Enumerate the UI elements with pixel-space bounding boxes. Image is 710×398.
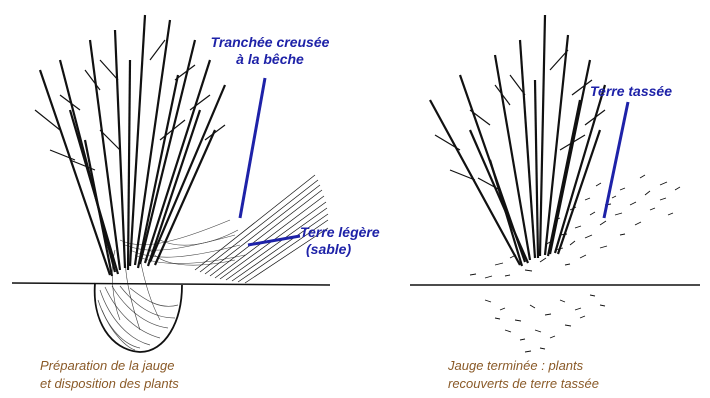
right-caption-line1: Jauge terminée : plants: [448, 357, 678, 375]
light-soil-label-line1: Terre légère: [300, 224, 396, 241]
packed-soil-pointer: [604, 102, 628, 218]
left-caption-line2: et disposition des plants: [40, 375, 270, 393]
packed-soil-label: Terre tassée: [590, 83, 700, 100]
right-plant-stems: [430, 15, 605, 266]
buried-soil-texture: [485, 295, 605, 352]
light-soil-label: Terre légère (sable): [300, 224, 396, 258]
left-caption: Préparation de la jauge et disposition d…: [40, 357, 270, 393]
trench-hatching: [98, 286, 178, 350]
left-ground-line: [12, 283, 330, 285]
right-illustration: [410, 15, 700, 352]
left-caption-line1: Préparation de la jauge: [40, 357, 270, 375]
trench-label-line2: à la bêche: [196, 51, 344, 68]
right-caption: Jauge terminée : plants recouverts de te…: [448, 357, 678, 393]
packed-soil-texture: [470, 175, 680, 278]
trench-label-line1: Tranchée creusée: [196, 34, 344, 51]
right-caption-line2: recouverts de terre tassée: [448, 375, 678, 393]
trench-pointer: [240, 78, 265, 218]
trench-label: Tranchée creusée à la bêche: [196, 34, 344, 68]
light-soil-label-line2: (sable): [300, 241, 396, 258]
packed-soil-label-text: Terre tassée: [590, 83, 700, 100]
